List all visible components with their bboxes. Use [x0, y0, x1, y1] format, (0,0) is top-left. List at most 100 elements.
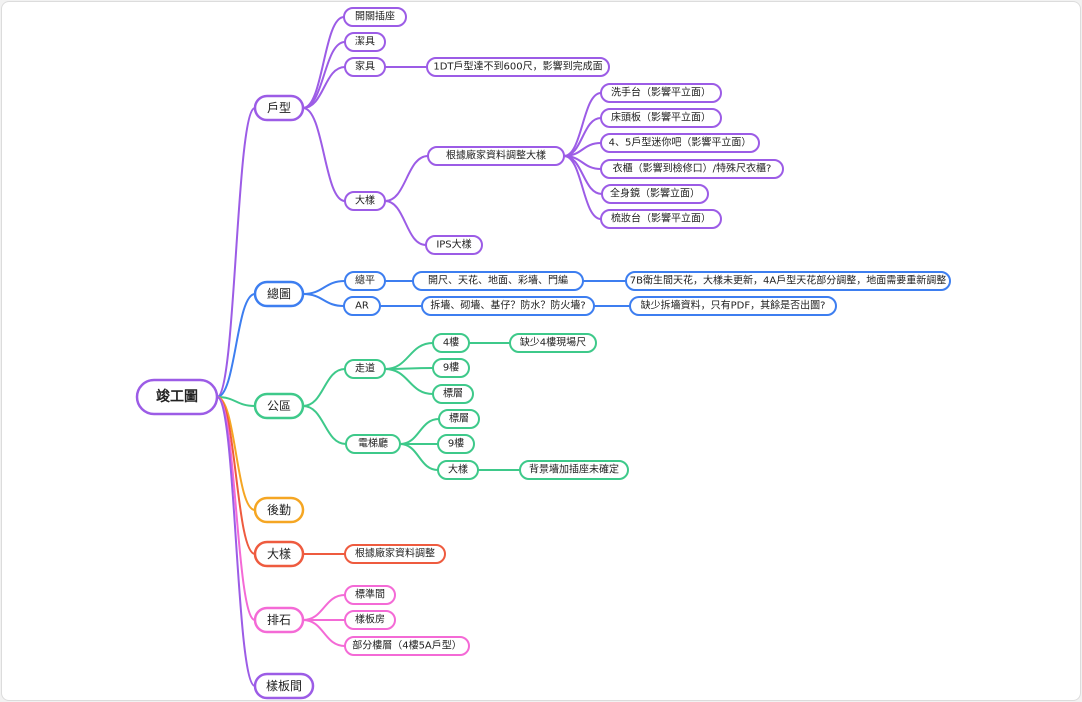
node-yangban[interactable]: 樣板房 [344, 610, 396, 630]
node-root[interactable]: 竣工圖 [135, 378, 219, 416]
node-box [344, 544, 446, 564]
node-box [432, 384, 474, 404]
node-zongping[interactable]: 總平 [344, 271, 386, 291]
node-label: 排石 [267, 613, 291, 627]
node-que4[interactable]: 缺少4樓現場尺 [509, 333, 597, 353]
node-jieju[interactable]: 潔具 [344, 32, 386, 52]
node-9lou2[interactable]: 9樓 [437, 434, 475, 454]
connector-houqin [216, 396, 256, 511]
connector-biaoceng1 [384, 368, 434, 395]
node-genju2[interactable]: 根據廠家資料調整 [344, 544, 446, 564]
node-label: 家具 [355, 60, 375, 73]
node-label: 1DT戶型達不到600尺，影響到完成面 [433, 60, 602, 73]
node-xishoutai[interactable]: 洗手台（影響平立面） [600, 83, 722, 103]
node-quanshenjing[interactable]: 全身鏡（影響立面） [601, 184, 709, 204]
node-box [601, 184, 709, 204]
node-dt[interactable]: 1DT戶型達不到600尺，影響到完成面 [426, 57, 610, 77]
node-beijing[interactable]: 背景墻加插座未確定 [519, 460, 629, 480]
connector-shuzhuangtai [563, 155, 602, 220]
node-box [432, 333, 470, 353]
node-box [412, 271, 584, 291]
node-box [437, 460, 479, 480]
node-label: 梳妝台（影響平立面） [611, 212, 711, 225]
node-label: 總圖 [267, 286, 291, 301]
connector-jiaju [302, 66, 346, 109]
node-chuangtouban[interactable]: 床頭板（影響平立面） [600, 108, 722, 128]
connector-kaiguan [302, 16, 345, 109]
node-jiaju[interactable]: 家具 [344, 57, 386, 77]
node-label: 走道 [355, 362, 375, 375]
node-huxing[interactable]: 戶型 [253, 94, 305, 122]
node-label: 大樣 [267, 546, 291, 561]
node-genju[interactable]: 根據廠家資料調整大樣 [427, 146, 565, 166]
node-label: 缺少拆墻資料，只有PDF，其餘是否出圖? [641, 299, 826, 312]
node-dayang3[interactable]: 大樣 [253, 540, 305, 568]
node-box [343, 7, 407, 27]
node-kaichi[interactable]: 開尺、天花、地面、彩墻、門編 [412, 271, 584, 291]
connector-bufen [302, 619, 346, 647]
node-dayang[interactable]: 大樣 [344, 191, 386, 211]
node-box [509, 333, 597, 353]
node-box [344, 610, 396, 630]
node-4lou[interactable]: 4樓 [432, 333, 470, 353]
node-box [345, 434, 401, 454]
node-box [344, 57, 386, 77]
node-mini[interactable]: 4、5戶型迷你吧（影響平立面） [600, 133, 760, 153]
node-kaiguan[interactable]: 開關插座 [343, 7, 407, 27]
connector-biaozhun [302, 594, 346, 621]
node-ips[interactable]: IPS大樣 [425, 235, 483, 255]
node-shuzhuangtai[interactable]: 梳妝台（影響平立面） [600, 209, 722, 229]
node-box [344, 359, 386, 379]
node-zoudao[interactable]: 走道 [344, 359, 386, 379]
node-biaoceng1[interactable]: 標層 [432, 384, 474, 404]
node-label: 大樣 [355, 194, 375, 207]
node-bufen[interactable]: 部分樓層（4樓5A戶型） [344, 636, 470, 656]
connector-genju [384, 155, 429, 202]
node-label: 標層 [449, 412, 469, 425]
node-box [344, 271, 386, 291]
node-label: 9樓 [448, 437, 464, 450]
node-houqin[interactable]: 後勤 [253, 496, 305, 524]
node-box [425, 235, 483, 255]
node-box [253, 672, 315, 700]
node-label: 全身鏡（影響立面） [610, 187, 700, 200]
connector-paishi [216, 396, 256, 621]
node-biaozhun[interactable]: 標準間 [344, 585, 396, 605]
node-box [344, 585, 396, 605]
node-box [600, 159, 784, 179]
node-label: 戶型 [267, 101, 291, 115]
node-label: 缺少4樓現場尺 [520, 336, 586, 349]
node-box [253, 496, 305, 524]
node-box [600, 83, 722, 103]
node-label: 4樓 [443, 336, 459, 349]
connector-gongqu [216, 396, 256, 407]
node-yigui[interactable]: 衣櫃（影響到檢修口）/特殊尺衣櫃? [600, 159, 784, 179]
node-yangbanjian[interactable]: 樣板間 [253, 672, 315, 700]
node-9lou[interactable]: 9樓 [432, 358, 470, 378]
node-box [343, 296, 381, 316]
node-paishi[interactable]: 排石 [253, 606, 305, 634]
node-label: 公區 [267, 399, 291, 413]
node-biaoceng2[interactable]: 標層 [438, 409, 480, 429]
node-label: 4、5戶型迷你吧（影響平立面） [609, 136, 752, 149]
node-box [625, 271, 951, 291]
node-label: 後勤 [267, 503, 291, 517]
node-label: 根據廠家資料調整大樣 [446, 149, 546, 162]
node-dianti[interactable]: 電梯廳 [345, 434, 401, 454]
node-box [432, 358, 470, 378]
node-7b[interactable]: 7B衛生間天花，大樣未更新，4A戶型天花部分調整，地面需要重新調整 [625, 271, 951, 291]
node-dayang2[interactable]: 大樣 [437, 460, 479, 480]
node-box [437, 434, 475, 454]
node-label: 床頭板（影響平立面） [611, 111, 711, 124]
node-chaiqiang[interactable]: 拆墻、砌墻、基仔？防水？防火墻? [421, 296, 595, 316]
node-queshao[interactable]: 缺少拆墻資料，只有PDF，其餘是否出圖? [629, 296, 837, 316]
node-zongtu[interactable]: 總圖 [253, 280, 305, 308]
node-ar[interactable]: AR [343, 296, 381, 316]
node-label: 標層 [443, 387, 463, 400]
node-box [344, 32, 386, 52]
connector-dianti [302, 405, 347, 445]
node-gongqu[interactable]: 公區 [253, 392, 305, 420]
node-label: 竣工圖 [156, 388, 198, 405]
